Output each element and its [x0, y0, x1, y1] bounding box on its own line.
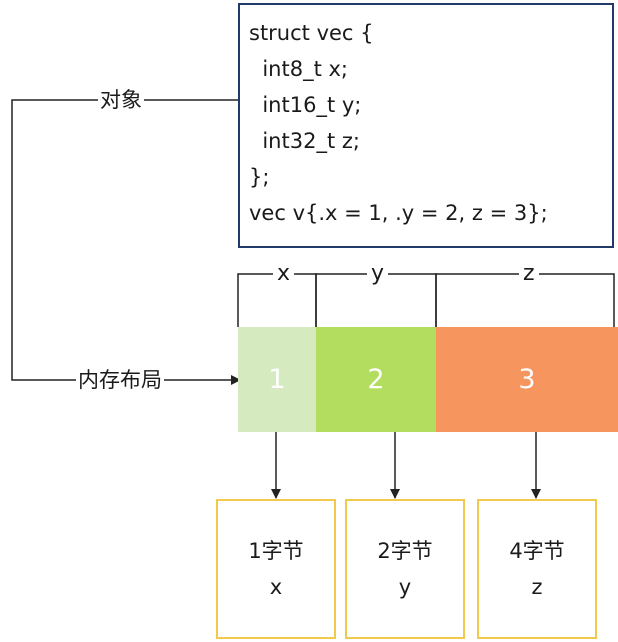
code-line: int8_t x;: [249, 57, 349, 81]
field-name: x: [269, 575, 283, 599]
code-line: };: [249, 165, 270, 189]
field-name: z: [531, 575, 543, 599]
byte-size-box-z: 4字节 z: [477, 499, 597, 639]
memory-cell-y: 2: [316, 327, 436, 432]
memory-cell-value: 3: [518, 364, 536, 395]
field-name-y: y: [367, 262, 389, 286]
memory-layout-label: 内存布局: [76, 367, 164, 393]
byte-size: 2字节: [377, 539, 433, 563]
object-label: 对象: [98, 87, 144, 113]
memory-cell-x: 1: [238, 327, 316, 432]
byte-size: 4字节: [509, 539, 565, 563]
code-line: int16_t y;: [249, 93, 362, 117]
code-line: struct vec {: [249, 21, 374, 45]
code-line: vec v{.x = 1, .y = 2, z = 3};: [249, 201, 548, 225]
memory-cell-value: 1: [268, 364, 286, 395]
struct-code-box: struct vec { int8_t x; int16_t y; int32_…: [238, 3, 614, 248]
code-line: int32_t z;: [249, 129, 360, 153]
field-name: y: [398, 575, 412, 599]
field-name-z: z: [519, 262, 539, 286]
field-brackets: [237, 273, 615, 327]
object-to-layout-connector: [11, 99, 241, 385]
byte-size-box-y: 2字节 y: [345, 499, 465, 639]
field-name-x: x: [273, 262, 295, 286]
memory-cell-value: 2: [367, 364, 385, 395]
byte-size-box-x: 1字节 x: [216, 499, 336, 639]
memory-cell-z: 3: [436, 327, 618, 432]
byte-size: 1字节: [248, 539, 304, 563]
